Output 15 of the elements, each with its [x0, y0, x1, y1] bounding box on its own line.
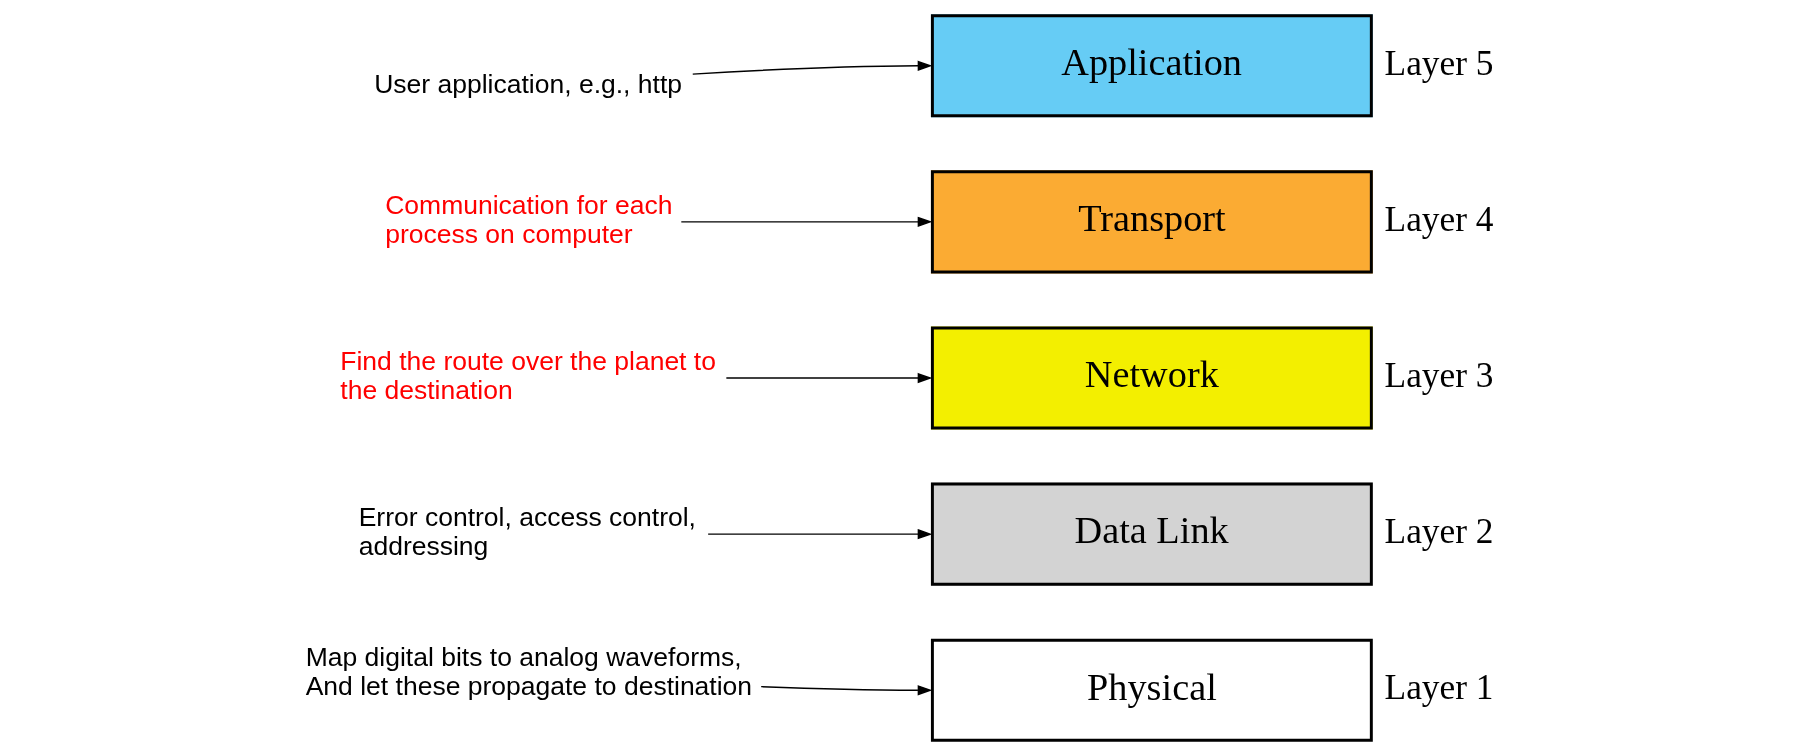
- arrow: [707, 528, 933, 540]
- arrow: [760, 685, 933, 696]
- node-label: Layer 1: [1384, 667, 1494, 708]
- node-label: Layer 4: [1384, 199, 1494, 239]
- node-text: Map digital bits to analog waveforms, And let these propagate to destination: [305, 641, 753, 702]
- node-text: Find the route over the planet to the destination: [340, 345, 716, 406]
- node-label: Layer 3: [1384, 355, 1494, 396]
- node-label: Layer 5: [1384, 42, 1494, 83]
- node-text: Error control, access control, addressing: [358, 501, 696, 562]
- arrow: [692, 60, 933, 75]
- arrow: [725, 372, 933, 384]
- node-text: User application, e.g., http: [374, 68, 683, 99]
- arrow: [680, 216, 933, 228]
- node-text: Communication for each process on computer: [385, 189, 673, 250]
- node-label: Layer 2: [1384, 511, 1494, 552]
